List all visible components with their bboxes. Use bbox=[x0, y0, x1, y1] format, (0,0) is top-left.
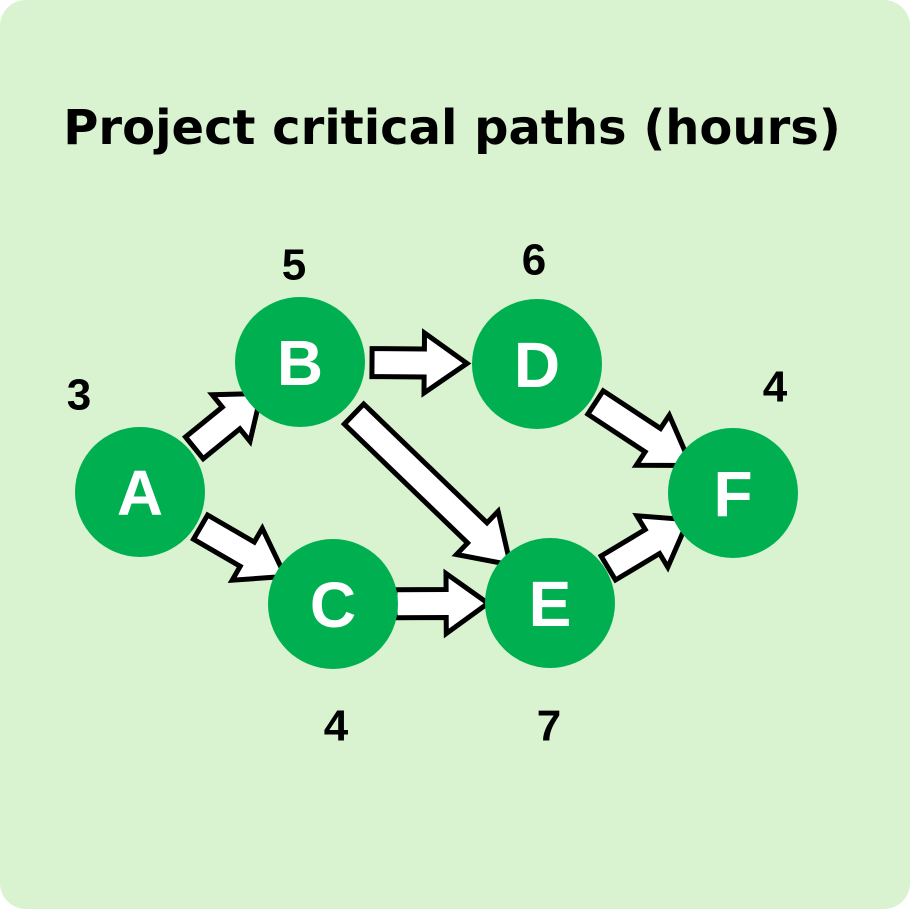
diagram-title: Project critical paths (hours) bbox=[63, 100, 841, 156]
nodes-layer: A B C D E F bbox=[75, 297, 798, 669]
node-circle-d bbox=[472, 299, 602, 429]
node-label-e: E bbox=[529, 568, 572, 640]
duration-label-b: 5 bbox=[282, 241, 306, 290]
node-c: C bbox=[268, 539, 398, 669]
node-label-f: F bbox=[713, 458, 752, 530]
arrow-a-to-c bbox=[190, 511, 290, 584]
duration-label-e: 7 bbox=[537, 702, 561, 751]
node-label-c: C bbox=[310, 569, 356, 641]
node-label-b: B bbox=[277, 327, 323, 399]
arrow-b-to-d bbox=[369, 328, 472, 398]
node-f: F bbox=[668, 428, 798, 558]
arrow-a-to-b bbox=[181, 390, 265, 463]
node-d: D bbox=[472, 299, 602, 429]
duration-label-c: 4 bbox=[324, 702, 349, 751]
node-label-d: D bbox=[514, 329, 560, 401]
node-circle-a bbox=[75, 427, 205, 557]
node-circle-f bbox=[668, 428, 798, 558]
node-label-a: A bbox=[117, 457, 163, 529]
arrow-d-to-f bbox=[584, 387, 696, 469]
node-b: B bbox=[235, 297, 365, 427]
node-circle-b bbox=[235, 297, 365, 427]
durations-layer: 3 5 4 6 7 4 bbox=[67, 236, 788, 751]
node-circle-e bbox=[485, 538, 615, 668]
arrow-b-to-e bbox=[340, 400, 514, 568]
edges-layer bbox=[181, 328, 696, 639]
arrow-e-to-f bbox=[597, 512, 693, 584]
node-circle-c bbox=[268, 539, 398, 669]
node-a: A bbox=[75, 427, 205, 557]
duration-label-f: 4 bbox=[763, 363, 788, 412]
node-e: E bbox=[485, 538, 615, 668]
duration-label-a: 3 bbox=[67, 371, 91, 420]
arrow-c-to-e bbox=[392, 568, 493, 639]
duration-label-d: 6 bbox=[522, 236, 546, 285]
